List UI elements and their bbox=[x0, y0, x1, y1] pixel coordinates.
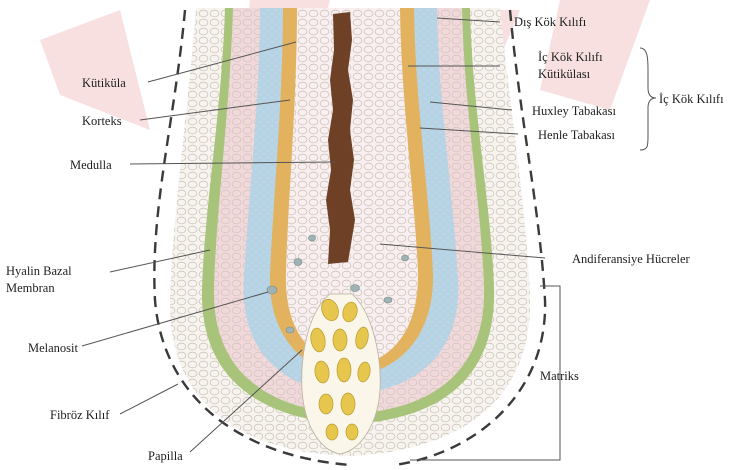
label-medulla: Medulla bbox=[70, 158, 112, 172]
label-hyalin-bazal-line1: Hyalin Bazal bbox=[6, 264, 72, 278]
label-matriks: Matriks bbox=[540, 369, 579, 383]
label-dis-kok-kilifi: Dış Kök Kılıfı bbox=[514, 15, 587, 29]
label-kutikula: Kütiküla bbox=[82, 76, 126, 90]
label-melanosit: Melanosit bbox=[28, 341, 79, 355]
label-hyalin-bazal-line2: Membran bbox=[6, 281, 55, 295]
label-ic-kok-kilifi-kutikulasi-line1: İç Kök Kılıfı bbox=[538, 50, 603, 64]
label-papilla: Papilla bbox=[148, 449, 183, 463]
label-henle-tabakasi: Henle Tabakası bbox=[538, 128, 616, 142]
label-fibroz-kilif: Fibröz Kılıf bbox=[50, 408, 110, 422]
label-ic-kok-kilifi-kutikulasi-line2: Kütikülası bbox=[538, 67, 591, 81]
label-huxley-tabakasi: Huxley Tabakası bbox=[532, 104, 616, 118]
label-ic-kok-kilifi: İç Kök Kılıfı bbox=[659, 92, 724, 106]
label-andiferansiye-hucreler: Andiferansiye Hücreler bbox=[572, 252, 690, 266]
label-korteks: Korteks bbox=[82, 114, 122, 128]
